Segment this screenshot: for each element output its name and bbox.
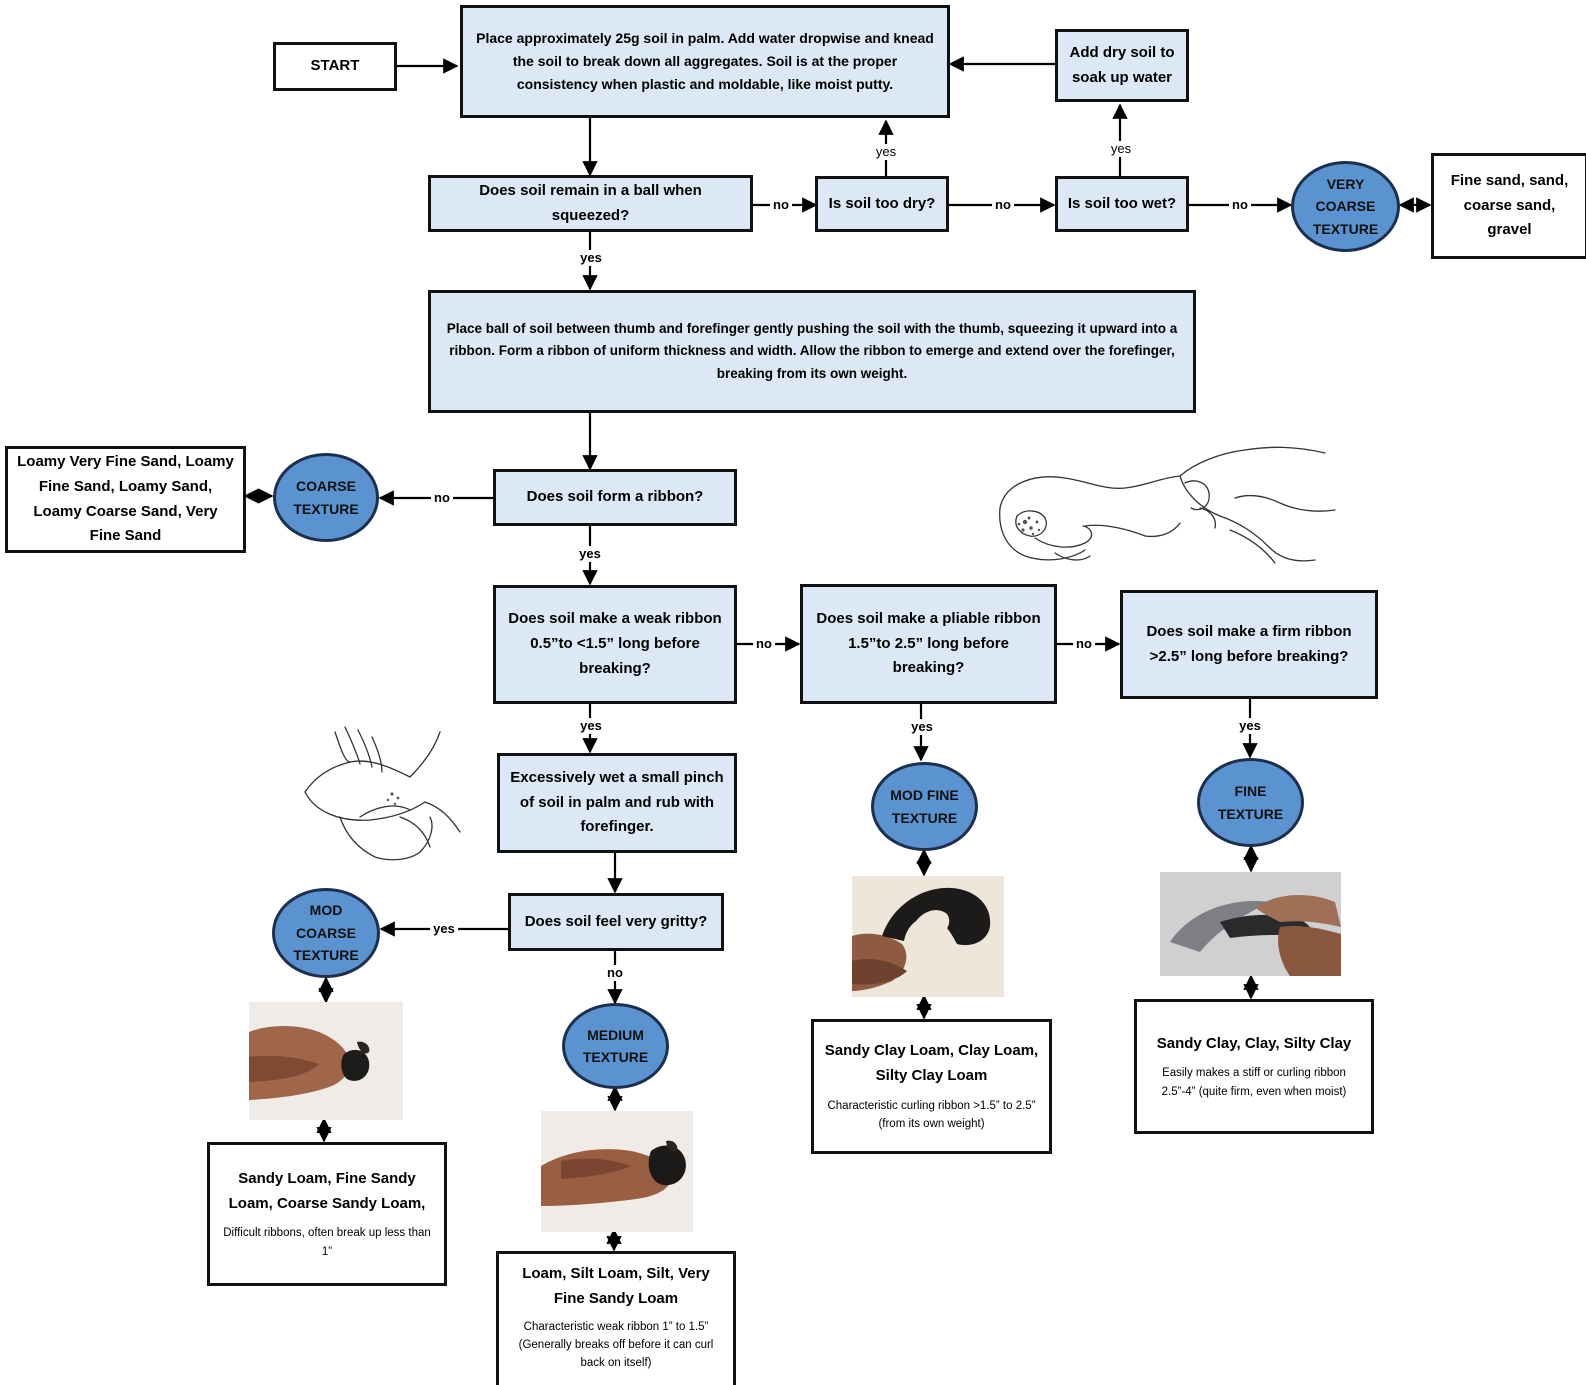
mod-fine-result-title: Sandy Clay Loam, Clay Loam, Silty Clay L… — [824, 1042, 1039, 1085]
firm-ribbon-text: Does soil make a firm ribbon >2.5” long … — [1146, 622, 1352, 665]
ribbon-hand-sketch-icon — [999, 446, 1336, 564]
medium-result: Loam, Silt Loam, Silt, Very Fine Sandy L… — [496, 1251, 736, 1385]
label-ribbon-no: no — [431, 490, 453, 506]
fine-texture: FINE TEXTURE — [1197, 758, 1304, 847]
mod-coarse-result: Sandy Loam, Fine Sandy Loam, Coarse Sand… — [207, 1142, 447, 1286]
label-ball-no: no — [770, 197, 792, 213]
label-wet-no: no — [1229, 197, 1251, 213]
coarse-result-title: Loamy Very Fine Sand, Loamy Fine Sand, L… — [17, 453, 234, 545]
ribbon-instruction-text: Place ball of soil between thumb and for… — [446, 321, 1178, 381]
firm-ribbon-box: Does soil make a firm ribbon >2.5” long … — [1120, 590, 1378, 699]
mod-coarse-texture: MOD COARSE TEXTURE — [272, 888, 380, 978]
label-dry-yes: yes — [872, 144, 900, 160]
very-coarse-texture: VERY COARSE TEXTURE — [1291, 161, 1400, 252]
fine-result-note: Easily makes a stiff or curling ribbon 2… — [1161, 1067, 1347, 1098]
fine-texture-label: FINE TEXTURE — [1217, 783, 1284, 822]
mod-fine-result: Sandy Clay Loam, Clay Loam, Silty Clay L… — [811, 1019, 1052, 1154]
ball-question-text: Does soil remain in a ball when squeezed… — [479, 181, 702, 224]
coarse-result: Loamy Very Fine Sand, Loamy Fine Sand, L… — [5, 446, 246, 553]
label-dry-no: no — [992, 197, 1014, 213]
too-wet-text: Is soil too wet? — [1067, 194, 1177, 212]
wet-pinch-text: Excessively wet a small pinch of soil in… — [510, 768, 724, 836]
label-wet-yes: yes — [1107, 141, 1135, 157]
medium-result-note: Characteristic weak ribbon 1” to 1.5” (G… — [518, 1320, 714, 1370]
medium-ribbon-photo — [541, 1111, 693, 1232]
fine-ribbon-photo — [1160, 872, 1341, 976]
mod-fine-ribbon-photo — [852, 876, 1004, 997]
add-dry-soil-box: Add dry soil to soak up water — [1055, 29, 1189, 102]
mod-fine-result-note: Characteristic curling ribbon >1.5” to 2… — [827, 1099, 1036, 1131]
pliable-ribbon-box: Does soil make a pliable ribbon 1.5”to 2… — [800, 584, 1057, 704]
mod-coarse-texture-label: MOD COARSE TEXTURE — [293, 902, 359, 964]
pliable-ribbon-text: Does soil make a pliable ribbon 1.5”to 2… — [816, 609, 1041, 677]
label-firm-yes: yes — [1236, 718, 1264, 734]
coarse-texture-label: COARSE TEXTURE — [293, 478, 359, 517]
too-wet-box: Is soil too wet? — [1055, 176, 1189, 232]
palm-rub-sketch-icon — [304, 726, 461, 861]
ribbon-instruction-box: Place ball of soil between thumb and for… — [428, 290, 1196, 413]
label-gritty-no: no — [604, 965, 626, 981]
mod-fine-texture-label: MOD FINE TEXTURE — [890, 787, 959, 826]
start-label: START — [310, 57, 360, 75]
weak-ribbon-box: Does soil make a weak ribbon 0.5”to <1.5… — [493, 585, 737, 704]
label-ribbon-yes: yes — [576, 546, 604, 562]
gritty-text: Does soil feel very gritty? — [524, 912, 708, 930]
form-ribbon-box: Does soil form a ribbon? — [493, 469, 737, 526]
mod-fine-texture: MOD FINE TEXTURE — [871, 762, 978, 851]
label-weak-no: no — [753, 636, 775, 652]
medium-texture-label: MEDIUM TEXTURE — [582, 1026, 649, 1065]
start-node: START — [273, 42, 397, 91]
ball-question-box: Does soil remain in a ball when squeezed… — [428, 175, 753, 232]
mod-coarse-ribbon-photo — [249, 1002, 403, 1120]
wet-pinch-box: Excessively wet a small pinch of soil in… — [497, 753, 737, 853]
add-dry-soil-text: Add dry soil to soak up water — [1069, 43, 1175, 86]
form-ribbon-text: Does soil form a ribbon? — [526, 488, 704, 506]
weak-ribbon-text: Does soil make a weak ribbon 0.5”to <1.5… — [508, 610, 722, 677]
medium-texture: MEDIUM TEXTURE — [562, 1003, 669, 1089]
label-pliable-yes: yes — [908, 719, 936, 735]
very-coarse-result-title: Fine sand, sand, coarse sand, gravel — [1450, 171, 1569, 239]
fine-result: Sandy Clay, Clay, Silty Clay Easily make… — [1134, 999, 1374, 1134]
coarse-texture: COARSE TEXTURE — [273, 453, 379, 542]
too-dry-box: Is soil too dry? — [815, 176, 949, 232]
prepare-soil-box: Place approximately 25g soil in palm. Ad… — [460, 5, 950, 118]
label-pliable-no: no — [1073, 636, 1095, 652]
label-gritty-yes: yes — [430, 921, 458, 937]
very-coarse-texture-label: VERY COARSE TEXTURE — [1312, 175, 1379, 237]
medium-result-title: Loam, Silt Loam, Silt, Very Fine Sandy L… — [522, 1265, 710, 1307]
label-weak-yes: yes — [577, 718, 605, 734]
prepare-soil-text: Place approximately 25g soil in palm. Ad… — [476, 29, 934, 93]
mod-coarse-result-note: Difficult ribbons, often break up less t… — [223, 1227, 431, 1258]
fine-result-title: Sandy Clay, Clay, Silty Clay — [1156, 1034, 1352, 1052]
very-coarse-result: Fine sand, sand, coarse sand, gravel — [1431, 153, 1586, 259]
too-dry-text: Is soil too dry? — [828, 194, 936, 212]
gritty-box: Does soil feel very gritty? — [508, 893, 724, 951]
label-ball-yes: yes — [577, 250, 605, 266]
mod-coarse-result-title: Sandy Loam, Fine Sandy Loam, Coarse Sand… — [228, 1169, 426, 1212]
